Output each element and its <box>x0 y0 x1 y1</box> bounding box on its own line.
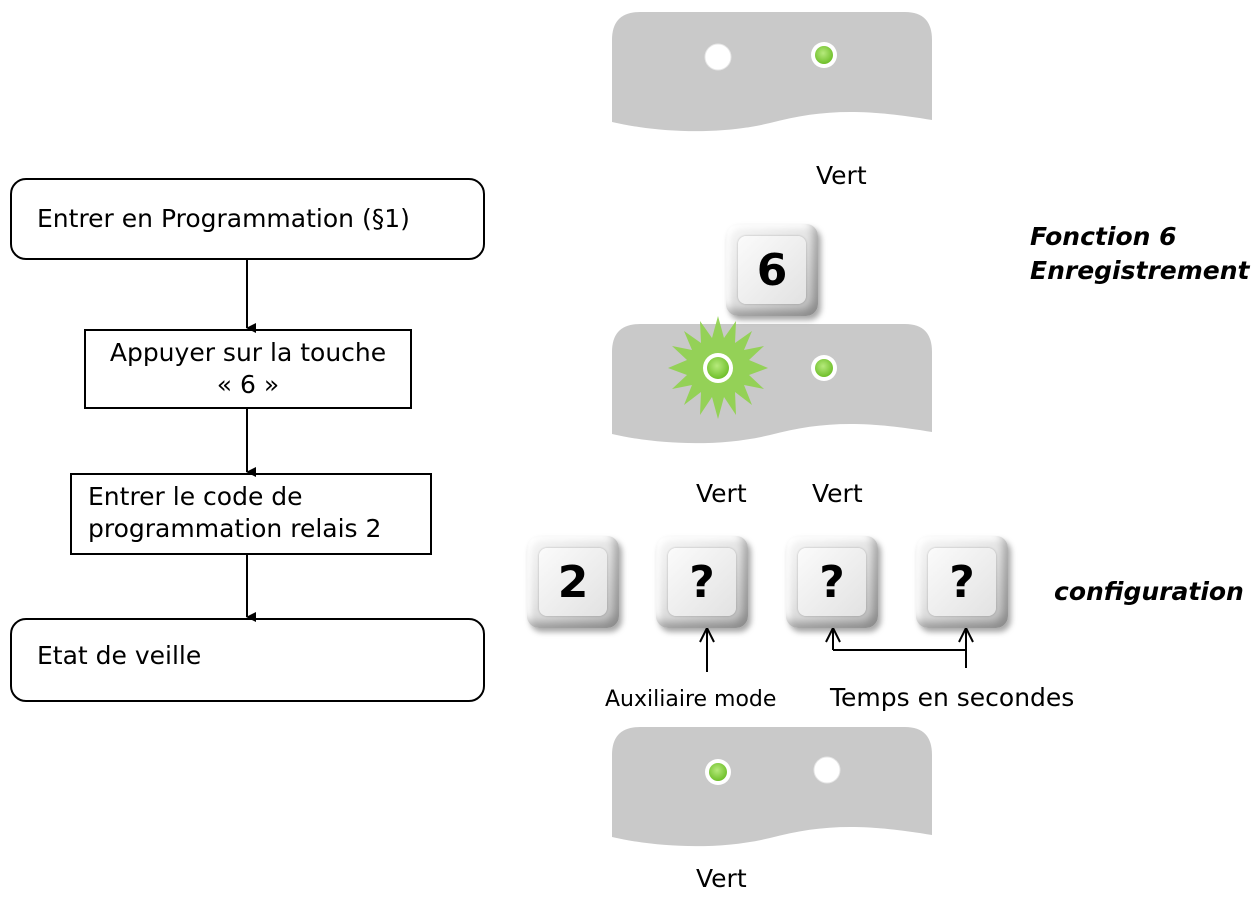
step-standby: Etat de veille <box>10 618 485 702</box>
led-green-1-inner <box>815 46 833 64</box>
key-question-1-label: ? <box>689 556 715 608</box>
auxiliaire-pointer <box>699 625 715 672</box>
led-panel-1 <box>612 12 932 132</box>
function-title-line1: Fonction 6 <box>1030 222 1177 251</box>
auxiliaire-mode-label: Auxiliaire mode <box>605 687 777 712</box>
key-question-1[interactable]: ? <box>656 536 748 628</box>
step-press-key-line1: Appuyer sur la touche <box>109 338 387 367</box>
key-6[interactable]: 6 <box>726 224 818 316</box>
step-enter-code-line1: Entrer le code de <box>88 482 303 511</box>
panel-2-label-right: Vert <box>812 479 863 508</box>
key-question-3-face: ? <box>928 548 996 616</box>
led-white-3 <box>813 756 841 784</box>
temps-secondes-label: Temps en secondes <box>830 683 1075 712</box>
key-2[interactable]: 2 <box>527 536 619 628</box>
key-2-label: 2 <box>557 556 589 608</box>
step-enter-code-line2: programmation relais 2 <box>88 514 382 543</box>
key-2-face: 2 <box>539 548 607 616</box>
temps-pointer <box>825 625 974 668</box>
key-question-3[interactable]: ? <box>916 536 1008 628</box>
step-enter-programming-label: Entrer en Programmation (§1) <box>37 204 410 233</box>
panel-2-label-left: Vert <box>696 479 747 508</box>
step-enter-code: Entrer le code de programmation relais 2 <box>70 473 432 555</box>
step-press-key: Appuyer sur la touche « 6 » <box>84 329 412 409</box>
led-white-1 <box>704 43 732 71</box>
key-question-2-face: ? <box>798 548 866 616</box>
step-standby-label: Etat de veille <box>37 641 202 670</box>
key-question-3-label: ? <box>949 556 975 608</box>
panel-3-label: Vert <box>696 864 747 893</box>
key-question-1-face: ? <box>668 548 736 616</box>
key-6-face: 6 <box>738 236 806 304</box>
led-panel-2 <box>612 316 932 444</box>
key-6-label: 6 <box>756 244 788 296</box>
panel-1-label: Vert <box>816 161 867 190</box>
key-question-2-label: ? <box>819 556 845 608</box>
key-question-2[interactable]: ? <box>786 536 878 628</box>
step-press-key-line2: « 6 » <box>216 370 280 399</box>
function-title-line2: Enregistrement <box>1030 256 1250 285</box>
configuration-label: configuration <box>1054 577 1244 606</box>
step-enter-programming: Entrer en Programmation (§1) <box>10 178 485 260</box>
led-panel-3 <box>612 727 932 847</box>
